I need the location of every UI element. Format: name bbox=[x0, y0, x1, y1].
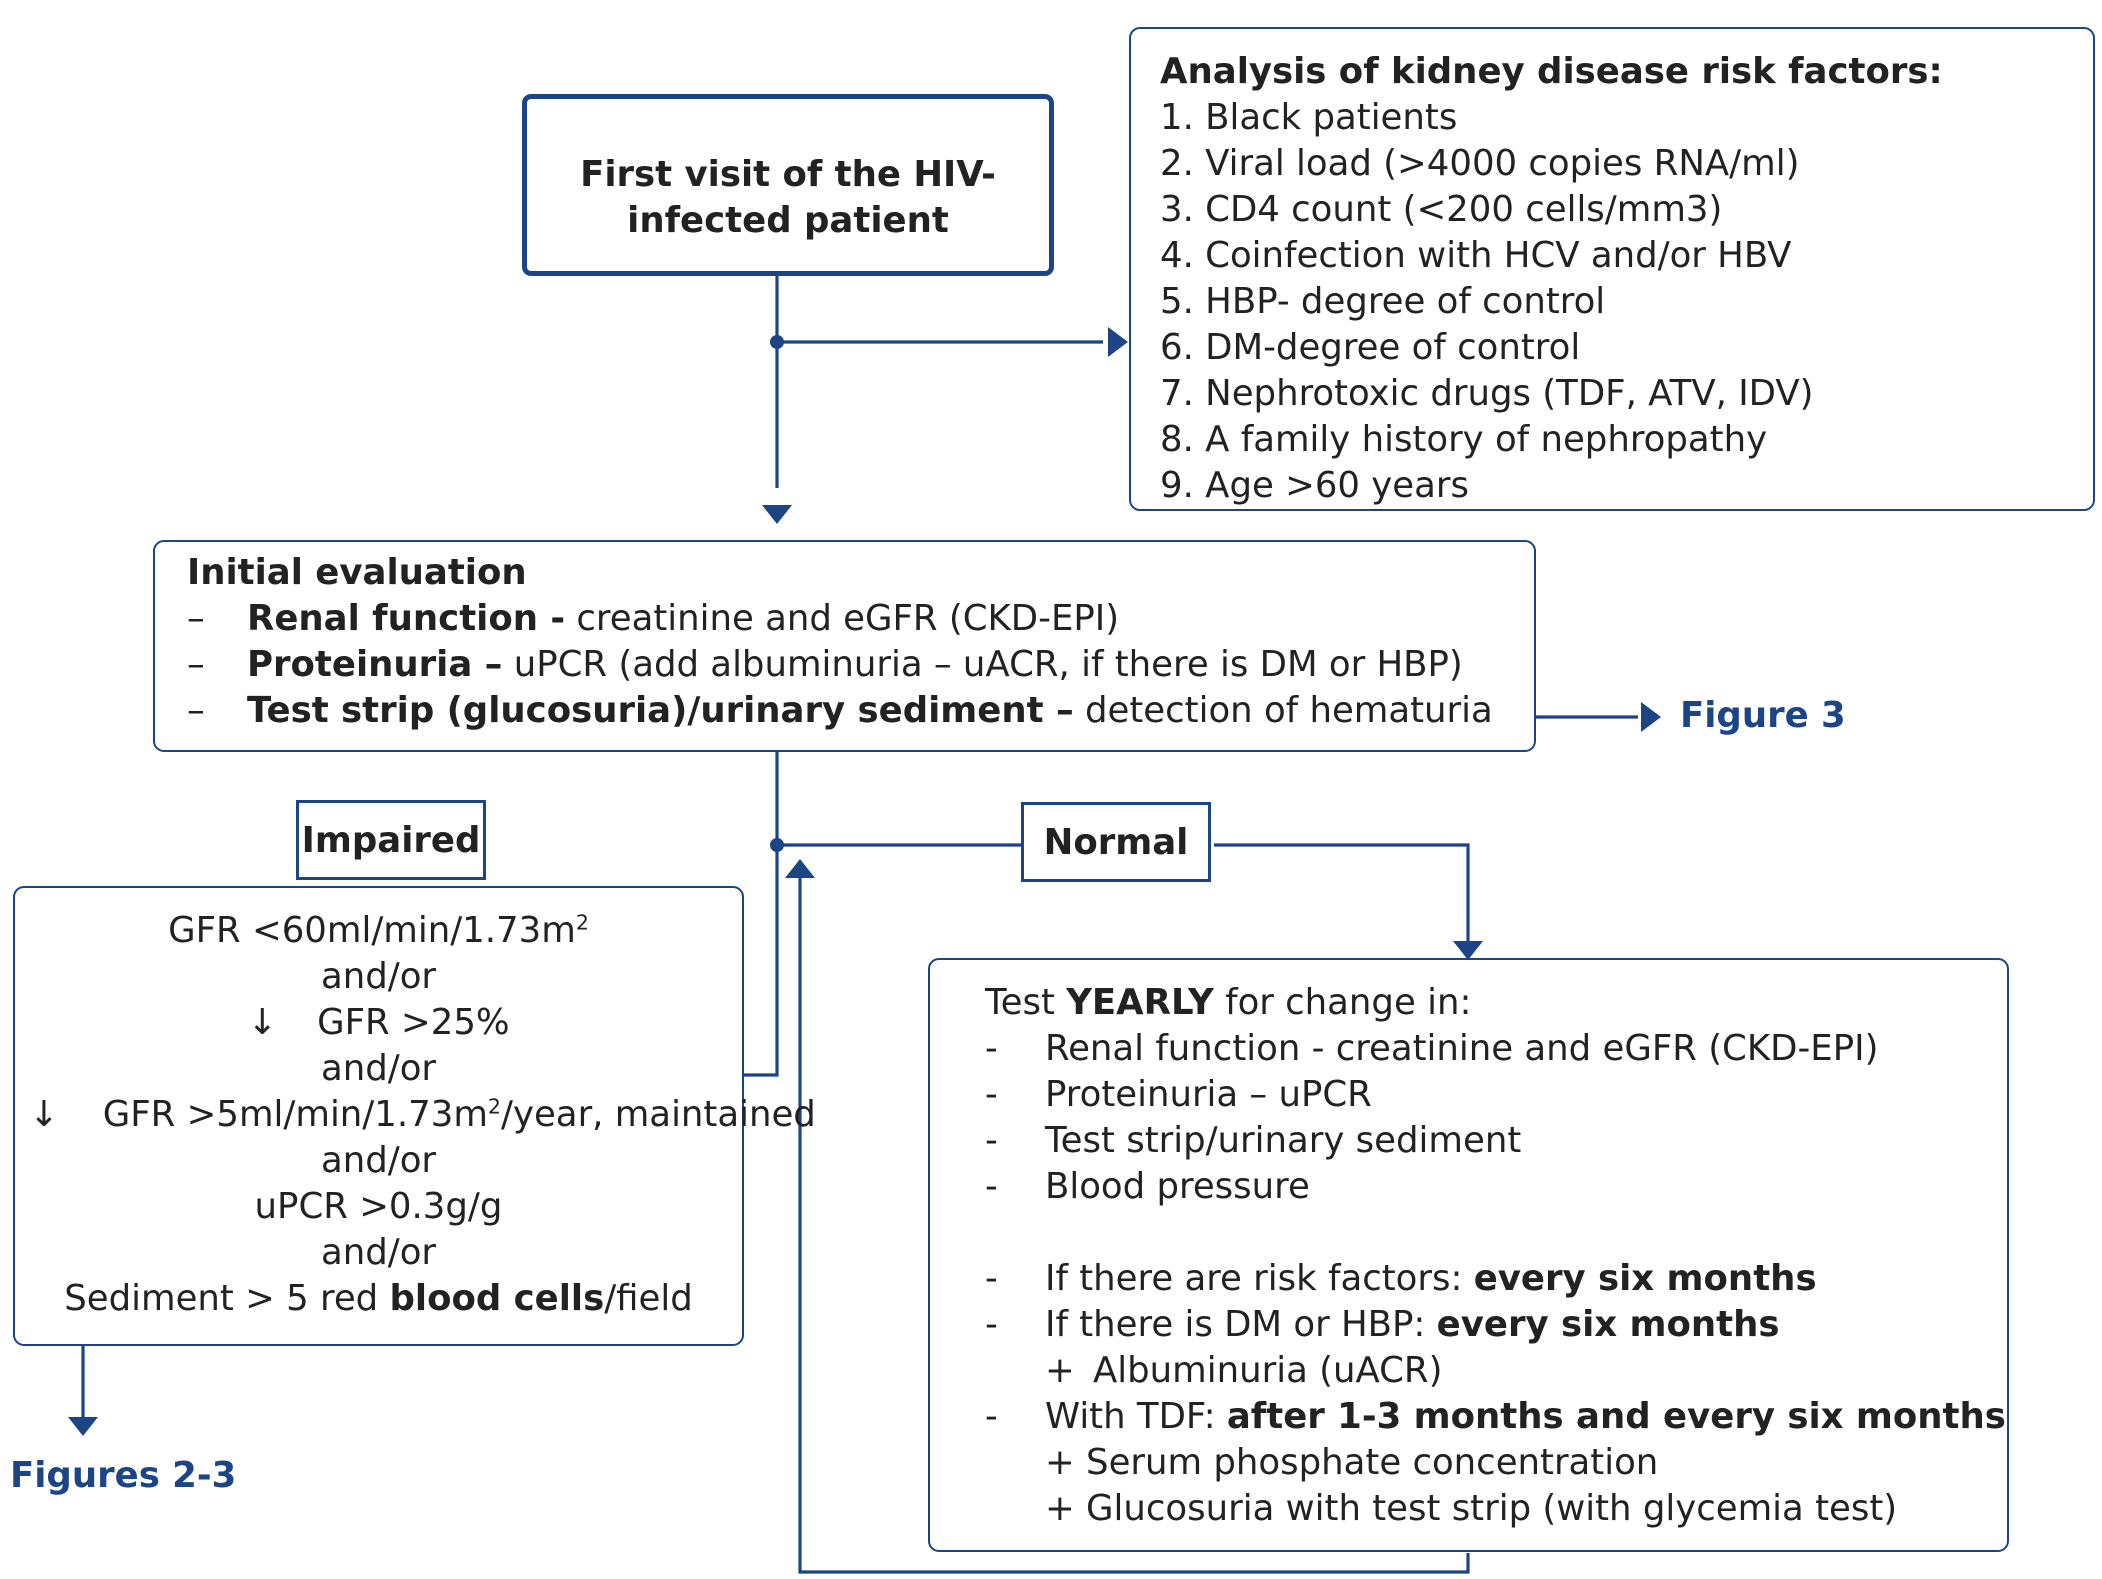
and-or-connector: and/or bbox=[320, 1140, 437, 1181]
glucosuria-addition: + Glucosuria with test strip (with glyce… bbox=[1045, 1488, 1898, 1529]
risk-factor-item: 5. HBP- degree of control bbox=[1160, 281, 1606, 322]
risk-factor-item: 4. Coinfection with HCV and/or HBV bbox=[1160, 235, 1792, 276]
sediment-criterion: Sediment > 5 red blood cells/field bbox=[64, 1278, 693, 1319]
phosphate-addition: + Serum phosphate concentration bbox=[1045, 1442, 1659, 1483]
impaired-label: Impaired bbox=[301, 820, 481, 861]
normal-label: Normal bbox=[1043, 822, 1189, 863]
item-dash: – bbox=[187, 644, 205, 685]
down-arrow-icon: ↓ bbox=[29, 1094, 59, 1135]
start-line-2: infected patient bbox=[627, 200, 949, 241]
dm-hbp-frequency: -If there is DM or HBP: every six months bbox=[985, 1304, 1780, 1345]
start-box: First visit of the HIV- infected patient bbox=[522, 94, 1054, 276]
gfr-5-criterion: ↓GFR >5ml/min/1.73m2/year, maintained bbox=[29, 1094, 816, 1135]
item-text: creatinine and eGFR (CKD-EPI) bbox=[565, 598, 1120, 639]
and-or-connector: and/or bbox=[320, 956, 437, 997]
yearly-test-box: Test YEARLY for change in: -Renal functi… bbox=[928, 958, 2009, 1552]
risk-factor-item: 6. DM-degree of control bbox=[1160, 327, 1581, 368]
arrowhead-loop-up bbox=[785, 859, 815, 878]
normal-to-yearly-line bbox=[1214, 843, 1470, 942]
down-arrow-icon: ↓ bbox=[247, 1002, 278, 1043]
initial-evaluation-item: – Renal function - creatinine and eGFR (C… bbox=[187, 596, 1493, 642]
item-bold-label: Test strip (glucosuria)/urinary sediment… bbox=[247, 690, 1074, 731]
risk-factors-box: Analysis of kidney disease risk factors:… bbox=[1129, 27, 2095, 511]
arrowhead-to-figure3 bbox=[1641, 702, 1661, 732]
impaired-label-box: Impaired bbox=[296, 800, 486, 880]
item-bold-label: Renal function - bbox=[247, 598, 566, 639]
risk-factor-item: 8. A family history of nephropathy bbox=[1160, 419, 1768, 460]
yearly-item: -Proteinuria – uPCR bbox=[985, 1074, 1372, 1115]
loop-back-line bbox=[798, 876, 1470, 1574]
item-text: uPCR (add albuminuria – uACR, if there i… bbox=[502, 644, 1463, 685]
gfr-60-criterion: GFR <60ml/min/1.73m2 bbox=[168, 910, 589, 951]
initial-evaluation-item: – Proteinuria – uPCR (add albuminuria – u… bbox=[187, 642, 1493, 688]
branch-junction-dot bbox=[770, 335, 784, 349]
yearly-item: -Blood pressure bbox=[985, 1166, 1310, 1207]
result-junction-dot bbox=[770, 838, 784, 852]
initial-evaluation-box: Initial evaluation – Renal function - cre… bbox=[153, 540, 1536, 752]
item-text: detection of hematuria bbox=[1073, 690, 1493, 731]
figure3-reference: Figure 3 bbox=[1680, 695, 1846, 736]
risk-factor-item: 9. Age >60 years bbox=[1160, 465, 1469, 506]
item-dash: – bbox=[187, 598, 205, 639]
item-dash: – bbox=[187, 690, 205, 731]
yearly-item: -Test strip/urinary sediment bbox=[985, 1120, 1522, 1161]
risk-factors-title: Analysis of kidney disease risk factors: bbox=[1160, 51, 1943, 92]
risk-factor-item: 3. CD4 count (<200 cells/mm3) bbox=[1160, 189, 1723, 230]
and-or-connector: and/or bbox=[320, 1048, 437, 1089]
yearly-heading: Test YEARLY for change in: bbox=[985, 982, 1472, 1023]
gfr-25-criterion: ↓GFR >25% bbox=[247, 1002, 510, 1043]
tdf-frequency: -With TDF: after 1-3 months and every si… bbox=[985, 1396, 2006, 1437]
risk-factor-item: 1. Black patients bbox=[1160, 97, 1458, 138]
risk-factor-frequency: -If there are risk factors: every six mo… bbox=[985, 1258, 1817, 1299]
yearly-item: -Renal function - creatinine and eGFR (C… bbox=[985, 1028, 1879, 1069]
upcr-criterion: uPCR >0.3g/g bbox=[254, 1186, 503, 1227]
initial-evaluation-item: – Test strip (glucosuria)/urinary sedimen… bbox=[187, 688, 1493, 734]
item-bold-label: Proteinuria – bbox=[247, 644, 503, 685]
and-or-connector: and/or bbox=[320, 1232, 437, 1273]
arrowhead-to-figures23 bbox=[68, 1417, 98, 1436]
arrowhead-to-risk bbox=[1108, 327, 1128, 357]
initial-evaluation-title: Initial evaluation bbox=[187, 552, 527, 593]
figures23-reference: Figures 2-3 bbox=[10, 1455, 237, 1496]
impaired-criteria-box: GFR <60ml/min/1.73m2 and/or ↓GFR >25% an… bbox=[13, 886, 816, 1346]
initial-down-line bbox=[741, 752, 779, 1077]
risk-factor-item: 7. Nephrotoxic drugs (TDF, ATV, IDV) bbox=[1160, 373, 1814, 414]
spacer bbox=[985, 1210, 2006, 1256]
start-line-1: First visit of the HIV- bbox=[580, 154, 996, 195]
normal-label-box: Normal bbox=[1021, 802, 1211, 882]
albuminuria-addition: +Albuminuria (uACR) bbox=[1045, 1350, 1443, 1391]
arrowhead-to-yearly bbox=[1453, 941, 1483, 960]
arrowhead-to-initial bbox=[762, 505, 792, 524]
risk-factor-item: 2. Viral load (>4000 copies RNA/ml) bbox=[1160, 143, 1800, 184]
